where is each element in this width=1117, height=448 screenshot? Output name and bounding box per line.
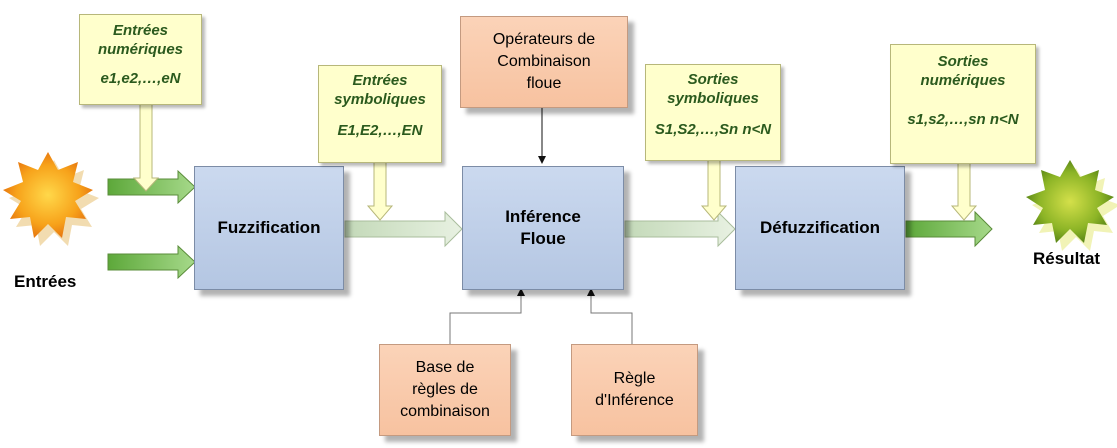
numeric-inputs-title: Entrées numériques: [97, 22, 184, 58]
result-star-icon: [1026, 160, 1117, 251]
numeric-outputs-note: Sorties numériques s1,s2,…,sn n<N: [890, 44, 1036, 164]
inputs-label: Entrées: [14, 272, 77, 291]
numeric-outputs-pointer: [950, 161, 978, 221]
symbolic-outputs-formula: S1,S2,…,Sn n<N: [654, 121, 772, 138]
operators-label: Opérateurs de Combinaison floue: [492, 31, 596, 92]
operators-box: Opérateurs de Combinaison floue: [460, 16, 628, 108]
symbolic-inputs-title: Entrées symboliques: [334, 72, 426, 108]
numeric-inputs-note: Entrées numériques e1,e2,…,eN: [79, 14, 202, 105]
rule-base-box: Base de règles de combinaison: [379, 344, 511, 436]
symbolic-inputs-formula: E1,E2,…,EN: [337, 122, 423, 139]
numeric-inputs-pointer: [132, 102, 160, 192]
inference-block: Inférence Floue: [462, 166, 624, 290]
numeric-outputs-formula: s1,s2,…,sn n<N: [907, 111, 1019, 128]
inference-label: Inférence Floue: [505, 207, 581, 248]
rule-base-connector: [449, 288, 525, 345]
fuzzification-label: Fuzzification: [217, 218, 321, 237]
symbolic-outputs-title: Sorties symboliques: [667, 71, 759, 107]
output-arrow: [905, 210, 993, 248]
defuzzification-label: Défuzzification: [760, 218, 880, 237]
input-arrow-2: [107, 244, 196, 280]
symbolic-inputs-note: Entrées symboliques E1,E2,…,EN: [318, 65, 442, 163]
fuzzification-block: Fuzzification: [194, 166, 344, 290]
fuzz-to-inference-arrow: [344, 210, 463, 248]
result-label: Résultat: [1033, 249, 1101, 268]
numeric-inputs-formula: e1,e2,…,eN: [100, 70, 181, 87]
rule-base-label: Base de règles de combinaison: [400, 359, 490, 420]
symbolic-inputs-pointer: [366, 160, 394, 221]
input-arrow-1: [107, 169, 196, 205]
symbolic-outputs-note: Sorties symboliques S1,S2,…,Sn n<N: [645, 64, 781, 161]
inputs-star-icon: [3, 152, 99, 246]
inference-rule-connector: [587, 288, 633, 345]
inference-rule-box: Règle d'Inférence: [571, 344, 698, 436]
inference-to-defuzz-arrow: [624, 210, 736, 248]
inference-rule-label: Règle d'Inférence: [595, 370, 674, 409]
defuzzification-block: Défuzzification: [735, 166, 905, 290]
numeric-outputs-title: Sorties numériques: [920, 53, 1006, 89]
symbolic-outputs-pointer: [700, 158, 728, 221]
